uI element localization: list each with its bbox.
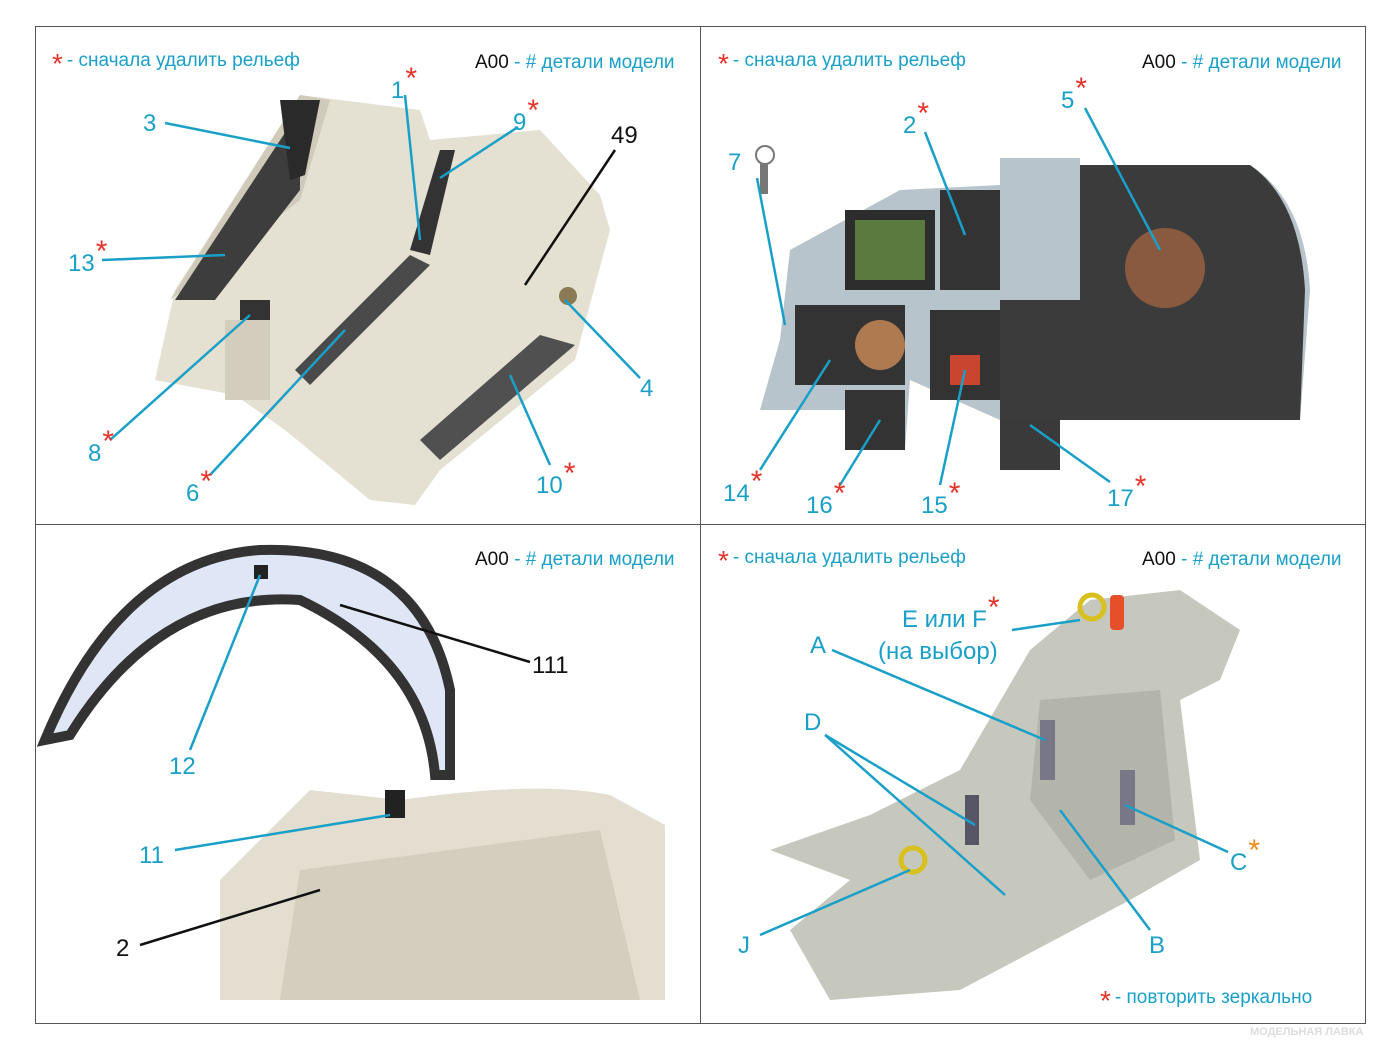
- red-star-icon: *: [405, 62, 418, 95]
- callout-j: J: [738, 932, 750, 959]
- callout-text: C: [1230, 849, 1248, 876]
- callout-5: 5*: [1061, 74, 1087, 114]
- callout-111: 111: [532, 652, 569, 679]
- red-star-icon: *: [833, 477, 846, 510]
- red-star-icon: *: [1075, 72, 1088, 105]
- red-star-icon: *: [917, 97, 930, 130]
- legend-text: - сначала удалить рельеф: [66, 50, 300, 71]
- callout-number: 8: [88, 440, 102, 467]
- callout-number: 14: [723, 480, 750, 507]
- red-star-icon: *: [52, 48, 63, 79]
- legend-part-id: A00 - # детали модели: [1142, 52, 1342, 75]
- callout-number: 10: [536, 472, 563, 499]
- legend-remove-relief: *- сначала удалить рельеф: [52, 50, 300, 78]
- legend-text: - сначала удалить рельеф: [732, 50, 966, 71]
- part-id: A00: [1142, 549, 1176, 570]
- red-star-icon: *: [750, 465, 763, 498]
- callout-c: C*: [1230, 836, 1260, 876]
- callout-4: 4: [640, 375, 654, 402]
- legend-text: - # детали модели: [1181, 52, 1342, 73]
- callout-number: 17: [1107, 485, 1134, 512]
- legend-part-id: A00 - # детали модели: [475, 52, 675, 75]
- cockpit-tub-image: [155, 95, 610, 505]
- callout-14: 14*: [723, 467, 762, 507]
- red-star-icon: *: [102, 425, 115, 458]
- watermark-line: ЛАВКА: [1325, 1026, 1364, 1038]
- callout-11: 11: [139, 842, 164, 869]
- ejection-seat-image: [770, 590, 1240, 1000]
- legend-text: - # детали модели: [514, 549, 675, 570]
- callout-lines: [101, 94, 1229, 937]
- callout-2-black: 2: [116, 935, 130, 962]
- callout-lines-black: [139, 149, 617, 947]
- callout-17: 17*: [1107, 472, 1146, 512]
- legend-text: - повторить зеркально: [1114, 987, 1313, 1008]
- legend-remove-relief: *- сначала удалить рельеф: [718, 547, 966, 575]
- callout-12: 12: [169, 753, 196, 780]
- red-star-icon: *: [718, 48, 729, 79]
- callout-a: A: [810, 632, 827, 659]
- callout-number: 9: [513, 109, 527, 136]
- legend-text: - # детали модели: [1181, 549, 1342, 570]
- callout-8: 8*: [88, 427, 114, 467]
- legend-part-id: A00 - # детали модели: [475, 549, 675, 572]
- callout-7: 7: [728, 149, 742, 176]
- red-star-icon: *: [527, 94, 540, 127]
- red-star-icon: *: [95, 235, 108, 268]
- watermark: МОДЕЛЬНАЯ ЛАВКА: [1250, 1026, 1364, 1038]
- callout-text: E или F: [902, 606, 987, 633]
- callout-9: 9*: [513, 96, 539, 136]
- callout-13: 13*: [68, 237, 107, 277]
- legend-text: - сначала удалить рельеф: [732, 547, 966, 568]
- callout-10: 10*: [536, 459, 575, 499]
- callout-1: 1*: [391, 64, 417, 104]
- part-id: A00: [475, 52, 509, 73]
- part-id: A00: [475, 549, 509, 570]
- callout-2: 2*: [903, 99, 929, 139]
- legend-part-id: A00 - # детали модели: [1142, 549, 1342, 572]
- callout-choice-note: (на выбор): [878, 638, 998, 665]
- legend-text: - # детали модели: [514, 52, 675, 73]
- part-id: A00: [1142, 52, 1176, 73]
- legend-remove-relief: *- сначала удалить рельеф: [718, 50, 966, 78]
- divider-vertical: [700, 26, 701, 1024]
- callout-16: 16*: [806, 479, 845, 519]
- callout-number: 13: [68, 250, 95, 277]
- callout-number: 1: [391, 77, 405, 104]
- red-star-icon: *: [563, 457, 576, 490]
- callout-number: 15: [921, 492, 948, 519]
- callout-d: D: [804, 709, 822, 736]
- legend-mirror: *- повторить зеркально: [1100, 987, 1312, 1015]
- instrument-panel-image: [755, 145, 1310, 470]
- callout-number: 2: [903, 112, 917, 139]
- canopy-image: [36, 544, 455, 780]
- red-star-icon: *: [200, 465, 213, 498]
- red-star-icon: *: [1134, 470, 1147, 503]
- callout-15: 15*: [921, 479, 960, 519]
- callout-number: 6: [186, 480, 200, 507]
- red-star-icon: *: [948, 477, 961, 510]
- callout-6: 6*: [186, 467, 212, 507]
- callout-number: 16: [806, 492, 833, 519]
- divider-horizontal: [35, 524, 1366, 525]
- red-star-icon: *: [718, 545, 729, 576]
- callout-49: 49: [611, 122, 638, 149]
- callout-e-or-f: E или F*: [902, 593, 1000, 633]
- callout-3: 3: [143, 110, 157, 137]
- callout-b: B: [1149, 932, 1166, 959]
- red-star-icon: *: [987, 591, 1000, 624]
- orange-star-icon: *: [1100, 985, 1111, 1016]
- watermark-line: МОДЕЛЬНАЯ: [1250, 1026, 1323, 1038]
- orange-star-icon: *: [1248, 834, 1261, 867]
- callout-number: 5: [1061, 87, 1075, 114]
- coaming-image: [220, 788, 665, 1000]
